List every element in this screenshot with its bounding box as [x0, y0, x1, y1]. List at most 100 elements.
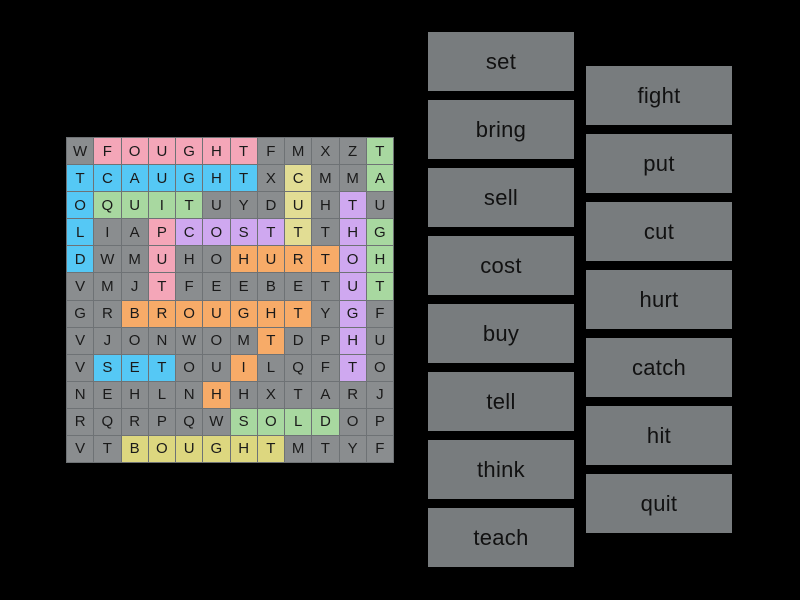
grid-cell[interactable]: O [339, 408, 366, 435]
grid-cell[interactable]: Q [176, 408, 203, 435]
grid-cell[interactable]: T [94, 435, 121, 462]
grid-cell[interactable]: T [366, 138, 393, 165]
grid-cell[interactable]: H [230, 435, 257, 462]
grid-cell[interactable]: F [176, 273, 203, 300]
grid-cell[interactable]: M [312, 165, 339, 192]
grid-cell[interactable]: O [176, 300, 203, 327]
grid-cell[interactable]: D [257, 192, 284, 219]
grid-cell[interactable]: U [148, 246, 175, 273]
grid-cell[interactable]: E [230, 273, 257, 300]
grid-cell[interactable]: H [230, 381, 257, 408]
grid-cell[interactable]: E [285, 273, 312, 300]
grid-cell[interactable]: X [312, 138, 339, 165]
grid-cell[interactable]: H [230, 246, 257, 273]
grid-cell[interactable]: F [312, 354, 339, 381]
grid-cell[interactable]: F [94, 138, 121, 165]
grid-cell[interactable]: R [67, 408, 94, 435]
grid-cell[interactable]: T [148, 273, 175, 300]
grid-cell[interactable]: M [230, 327, 257, 354]
grid-cell[interactable]: P [312, 327, 339, 354]
grid-cell[interactable]: M [94, 273, 121, 300]
grid-cell[interactable]: Y [230, 192, 257, 219]
grid-cell[interactable]: X [257, 165, 284, 192]
grid-cell[interactable]: G [230, 300, 257, 327]
grid-cell[interactable]: U [203, 192, 230, 219]
grid-cell[interactable]: H [203, 138, 230, 165]
grid-cell[interactable]: R [94, 300, 121, 327]
grid-cell[interactable]: E [121, 354, 148, 381]
grid-cell[interactable]: C [176, 219, 203, 246]
word-button-set[interactable]: set [428, 32, 574, 91]
grid-cell[interactable]: R [148, 300, 175, 327]
grid-cell[interactable]: T [257, 435, 284, 462]
grid-cell[interactable]: D [312, 408, 339, 435]
grid-cell[interactable]: T [148, 354, 175, 381]
grid-cell[interactable]: M [121, 246, 148, 273]
word-button-teach[interactable]: teach [428, 508, 574, 567]
grid-cell[interactable]: U [285, 192, 312, 219]
grid-cell[interactable]: Q [94, 408, 121, 435]
grid-cell[interactable]: U [176, 435, 203, 462]
grid-cell[interactable]: H [312, 192, 339, 219]
grid-cell[interactable]: F [257, 138, 284, 165]
grid-cell[interactable]: T [312, 219, 339, 246]
word-button-put[interactable]: put [586, 134, 732, 193]
grid-cell[interactable]: J [366, 381, 393, 408]
grid-cell[interactable]: V [67, 327, 94, 354]
grid-cell[interactable]: H [121, 381, 148, 408]
grid-cell[interactable]: F [366, 435, 393, 462]
word-button-hit[interactable]: hit [586, 406, 732, 465]
grid-cell[interactable]: T [230, 138, 257, 165]
grid-cell[interactable]: W [67, 138, 94, 165]
grid-cell[interactable]: N [176, 381, 203, 408]
grid-cell[interactable]: G [176, 138, 203, 165]
grid-cell[interactable]: S [94, 354, 121, 381]
grid-cell[interactable]: T [312, 273, 339, 300]
grid-cell[interactable]: O [121, 327, 148, 354]
grid-cell[interactable]: A [366, 165, 393, 192]
grid-cell[interactable]: J [94, 327, 121, 354]
grid-cell[interactable]: V [67, 435, 94, 462]
grid-cell[interactable]: H [203, 165, 230, 192]
grid-cell[interactable]: F [366, 300, 393, 327]
word-button-hurt[interactable]: hurt [586, 270, 732, 329]
word-button-sell[interactable]: sell [428, 168, 574, 227]
grid-cell[interactable]: Q [285, 354, 312, 381]
grid-cell[interactable]: T [312, 246, 339, 273]
grid-cell[interactable]: R [121, 408, 148, 435]
grid-cell[interactable]: U [148, 138, 175, 165]
grid-cell[interactable]: A [121, 219, 148, 246]
word-button-catch[interactable]: catch [586, 338, 732, 397]
grid-cell[interactable]: M [285, 435, 312, 462]
word-button-buy[interactable]: buy [428, 304, 574, 363]
word-button-fight[interactable]: fight [586, 66, 732, 125]
grid-cell[interactable]: P [148, 408, 175, 435]
grid-cell[interactable]: G [203, 435, 230, 462]
word-button-cut[interactable]: cut [586, 202, 732, 261]
grid-cell[interactable]: L [148, 381, 175, 408]
grid-cell[interactable]: U [203, 300, 230, 327]
grid-cell[interactable]: O [203, 246, 230, 273]
grid-cell[interactable]: U [121, 192, 148, 219]
grid-cell[interactable]: B [257, 273, 284, 300]
grid-cell[interactable]: I [148, 192, 175, 219]
grid-cell[interactable]: M [339, 165, 366, 192]
grid-cell[interactable]: E [203, 273, 230, 300]
grid-cell[interactable]: Q [94, 192, 121, 219]
grid-cell[interactable]: U [148, 165, 175, 192]
grid-cell[interactable]: E [94, 381, 121, 408]
grid-cell[interactable]: V [67, 273, 94, 300]
grid-cell[interactable]: R [339, 381, 366, 408]
word-button-cost[interactable]: cost [428, 236, 574, 295]
word-button-bring[interactable]: bring [428, 100, 574, 159]
grid-cell[interactable]: U [339, 273, 366, 300]
grid-cell[interactable]: O [148, 435, 175, 462]
grid-cell[interactable]: T [312, 435, 339, 462]
grid-cell[interactable]: T [339, 192, 366, 219]
grid-cell[interactable]: G [67, 300, 94, 327]
grid-cell[interactable]: Y [312, 300, 339, 327]
word-button-tell[interactable]: tell [428, 372, 574, 431]
grid-cell[interactable]: P [366, 408, 393, 435]
grid-cell[interactable]: B [121, 300, 148, 327]
grid-cell[interactable]: I [94, 219, 121, 246]
